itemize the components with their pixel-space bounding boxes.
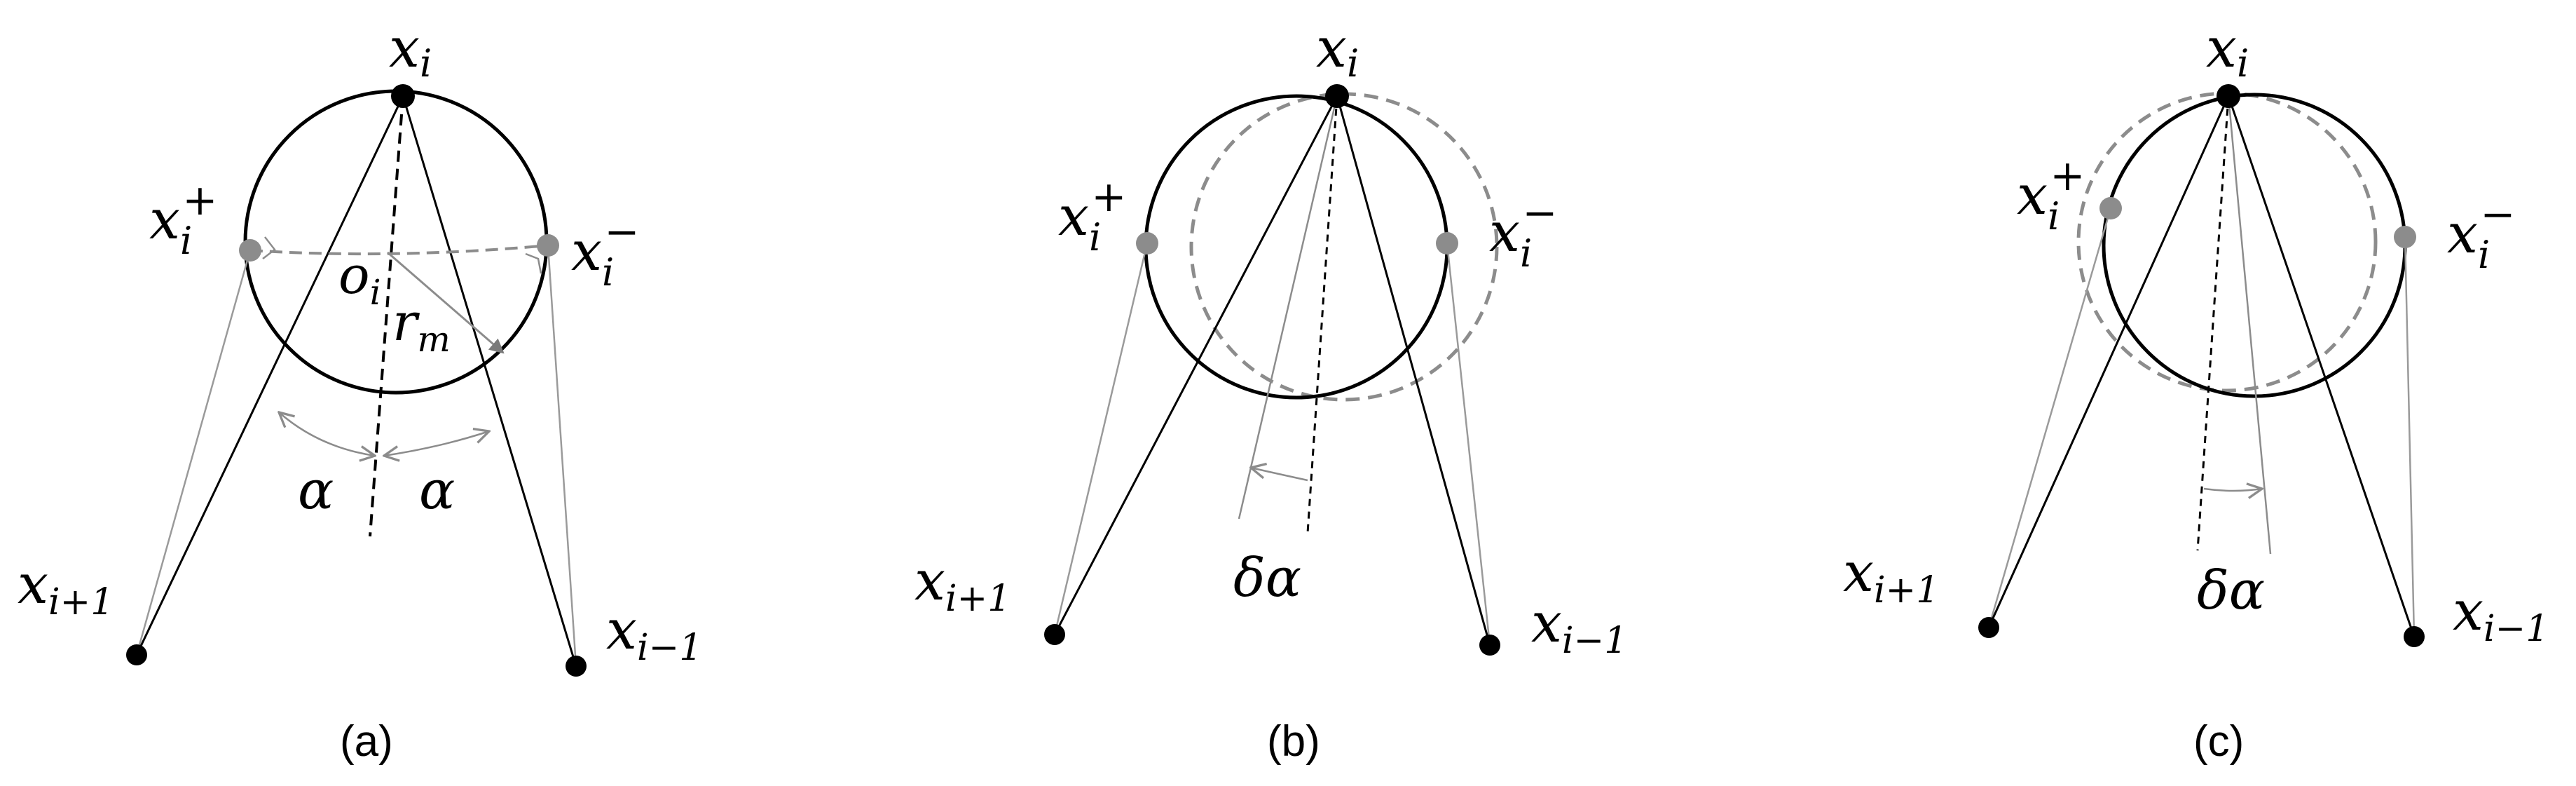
label-rm: rm bbox=[392, 292, 451, 360]
label-oi: oi bbox=[338, 245, 381, 313]
line-xi-to-xim1 bbox=[1336, 95, 1491, 646]
delta-alpha-arc bbox=[2203, 489, 2262, 491]
point-xi bbox=[1325, 84, 1349, 108]
panel-b: xi xi+ xi− δα xi+1 xi−1 (b) bbox=[914, 17, 1627, 766]
caption-a: (a) bbox=[340, 717, 393, 766]
label-delta-alpha: δα bbox=[1233, 546, 1301, 609]
label-xi-plus: xi+ bbox=[2017, 151, 2085, 238]
label-xi-plus: xi+ bbox=[149, 176, 218, 263]
right-angle-plus bbox=[262, 236, 276, 259]
panel-c: xi xi+ xi− δα xi+1 xi−1 (c) bbox=[1843, 17, 2549, 766]
point-xi-minus bbox=[1436, 232, 1458, 255]
label-xim1: xi−1 bbox=[1531, 592, 1627, 662]
label-xi-minus: xi− bbox=[1489, 189, 1558, 276]
caption-b: (b) bbox=[1267, 717, 1320, 766]
caption-c: (c) bbox=[2193, 717, 2244, 766]
circle-dashed-shifted bbox=[2076, 91, 2378, 393]
point-xi-plus bbox=[2099, 197, 2122, 219]
bisector-dashed bbox=[369, 95, 404, 537]
label-alpha-right: α bbox=[419, 459, 455, 521]
point-xi-plus bbox=[1136, 232, 1158, 255]
alpha-arc-right bbox=[384, 431, 489, 456]
point-xi1 bbox=[126, 644, 147, 665]
bisector-shifted bbox=[1238, 95, 1338, 520]
label-xi1: xi+1 bbox=[18, 553, 114, 623]
tangent-line-minus bbox=[547, 245, 577, 667]
bisector-dashed bbox=[1306, 95, 1338, 534]
bisector-dashed bbox=[2196, 95, 2230, 551]
line-xi-to-xim1 bbox=[2227, 95, 2416, 637]
radius-arrow bbox=[387, 251, 505, 354]
tangent-line-plus bbox=[1053, 243, 1149, 635]
circle-main bbox=[2102, 93, 2407, 398]
point-xim1 bbox=[566, 656, 587, 677]
label-xi1: xi+1 bbox=[914, 550, 1010, 620]
point-xi-minus bbox=[2394, 226, 2416, 248]
label-xim1: xi−1 bbox=[2453, 580, 2549, 650]
point-xim1 bbox=[1479, 635, 1500, 656]
panel-a: xi xi+ xi− oi rm α α xi+1 xi−1 (a) bbox=[18, 17, 702, 766]
label-xi-minus: xi− bbox=[2447, 190, 2516, 277]
tangent-line-plus bbox=[1987, 208, 2112, 628]
line-xi-to-xi1 bbox=[135, 95, 404, 656]
point-xi-plus bbox=[239, 239, 261, 262]
alpha-arc-left bbox=[279, 412, 375, 456]
point-xi1 bbox=[1044, 624, 1065, 645]
point-xi1 bbox=[1978, 617, 1999, 638]
point-xi bbox=[2217, 84, 2240, 108]
right-angle-minus bbox=[525, 252, 542, 274]
label-xi1: xi+1 bbox=[1843, 541, 1939, 611]
line-xi-to-xi1 bbox=[1987, 95, 2230, 628]
label-xi: xi bbox=[389, 17, 432, 86]
bisector-shifted bbox=[2227, 95, 2272, 555]
label-delta-alpha: δα bbox=[2197, 559, 2265, 621]
label-xim1: xi−1 bbox=[606, 599, 702, 669]
label-xi: xi bbox=[2206, 17, 2249, 86]
point-xi-minus bbox=[537, 234, 559, 257]
line-xi-to-xi1 bbox=[1053, 95, 1338, 635]
label-alpha-left: α bbox=[298, 459, 334, 521]
tangent-line-plus bbox=[135, 250, 252, 656]
line-xi-to-xim1 bbox=[402, 95, 577, 667]
tangent-line-minus bbox=[1446, 243, 1491, 646]
chord-dashed bbox=[249, 244, 549, 256]
label-xi-plus: xi+ bbox=[1058, 172, 1127, 259]
point-xim1 bbox=[2404, 626, 2425, 647]
label-xi: xi bbox=[1316, 17, 1359, 86]
point-xi bbox=[391, 84, 415, 108]
tangent-line-minus bbox=[2404, 236, 2416, 637]
label-xi-minus: xi− bbox=[571, 208, 640, 294]
delta-alpha-arc bbox=[1251, 468, 1308, 482]
